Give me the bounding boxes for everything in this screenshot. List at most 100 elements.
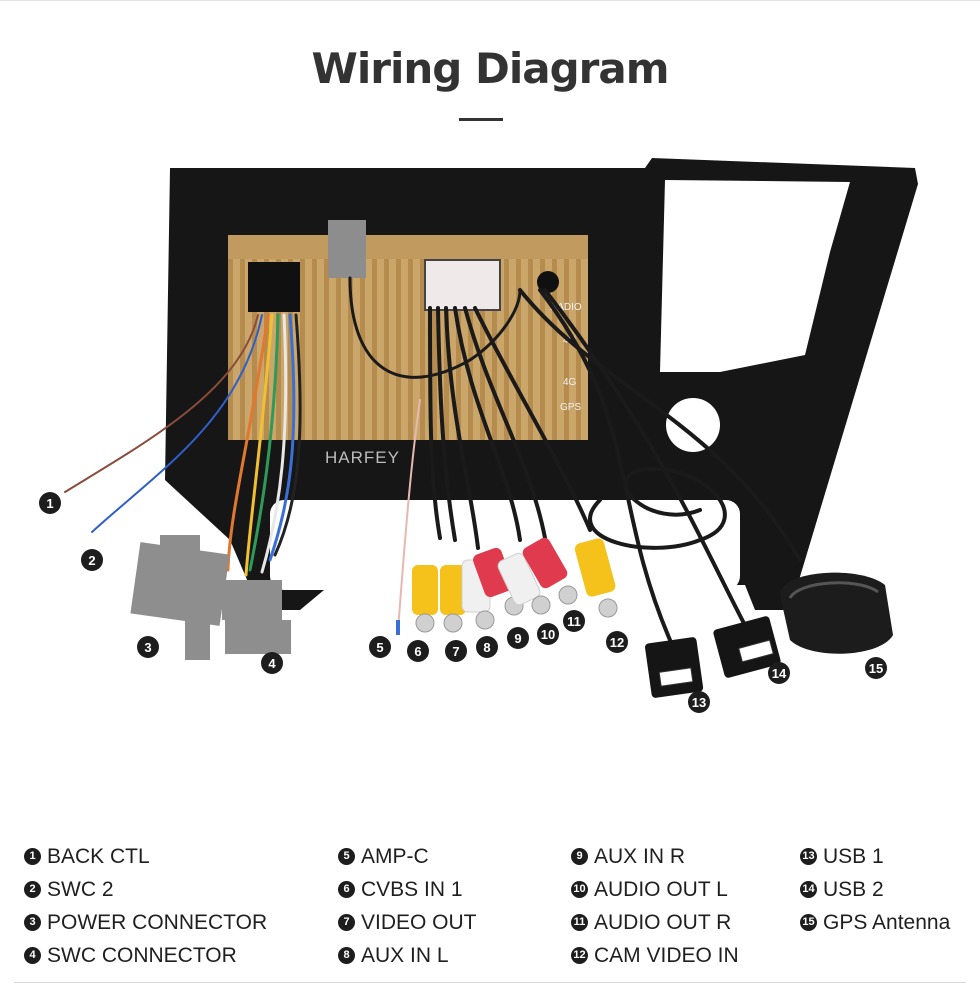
svg-text:10: 10 <box>541 627 555 642</box>
port-label-radio: RADIO <box>550 302 582 313</box>
legend-number: 6 <box>338 881 355 898</box>
callout-6: 6 <box>407 640 429 662</box>
legend-column-3: 9 AUX IN R 10 AUDIO OUT L 11 AUDIO OUT R 12… <box>571 840 739 972</box>
legend-item: 5 AMP-C <box>338 840 477 873</box>
legend-label: AUDIO OUT R <box>594 911 732 934</box>
title-underline <box>459 118 503 121</box>
callout-9: 9 <box>507 627 529 649</box>
callout-3: 3 <box>137 636 159 658</box>
wiring-diagram: RADIO 4G 4G GPS HARFEY <box>39 158 918 713</box>
legend-number: 3 <box>24 914 41 931</box>
page-title: Wiring Diagram <box>311 44 670 93</box>
legend-item: 3 POWER CONNECTOR <box>24 906 267 939</box>
frame-cutout <box>660 180 850 372</box>
legend-label: AUDIO OUT L <box>594 878 728 901</box>
legend-item: 9 AUX IN R <box>571 840 739 873</box>
svg-text:4: 4 <box>268 656 276 671</box>
legend-label: POWER CONNECTOR <box>47 911 268 934</box>
legend-item: 1 BACK CTL <box>24 840 267 873</box>
rca-cam-video-in <box>574 538 618 618</box>
legend-item: 11 AUDIO OUT R <box>571 906 739 939</box>
callout-1: 1 <box>39 492 61 514</box>
legend-label: AUX IN L <box>361 944 449 967</box>
chassis-top-band <box>228 235 588 259</box>
svg-text:2: 2 <box>88 553 95 568</box>
svg-text:1: 1 <box>46 496 53 511</box>
usb-2-connector <box>713 616 781 678</box>
callout-4: 4 <box>261 652 283 674</box>
legend-label: CAM VIDEO IN <box>594 944 739 967</box>
legend-item: 2 SWC 2 <box>24 873 267 906</box>
rca-plugs <box>412 537 618 633</box>
port-label-4g-2: 4G <box>563 377 577 388</box>
radio-jack <box>537 271 559 293</box>
rca-video-out <box>440 565 466 633</box>
legend-number: 14 <box>800 881 817 898</box>
legend-number: 12 <box>571 947 588 964</box>
legend-number: 11 <box>571 914 588 931</box>
power-connector <box>130 535 230 660</box>
svg-text:3: 3 <box>144 640 151 655</box>
callouts: 1 2 3 4 5 6 7 8 9 10 11 12 13 14 15 <box>39 492 887 713</box>
legend-number: 2 <box>24 881 41 898</box>
legend-label: USB 1 <box>823 845 884 868</box>
legend-label: USB 2 <box>823 878 884 901</box>
svg-text:9: 9 <box>514 631 521 646</box>
svg-text:12: 12 <box>610 635 624 650</box>
multi-pin-socket <box>424 259 501 311</box>
legend-item: 14 USB 2 <box>800 873 950 906</box>
legend-label: BACK CTL <box>47 845 150 868</box>
svg-text:6: 6 <box>414 644 421 659</box>
legend-number: 1 <box>24 848 41 865</box>
top-divider <box>0 0 980 1</box>
callout-15: 15 <box>865 657 887 679</box>
legend-number: 10 <box>571 881 588 898</box>
legend-item: 13 USB 1 <box>800 840 950 873</box>
legend-number: 7 <box>338 914 355 931</box>
legend-column-4: 13 USB 1 14 USB 2 15 GPS Antenna <box>800 840 950 939</box>
svg-text:11: 11 <box>567 614 581 629</box>
legend-label: GPS Antenna <box>823 911 951 934</box>
legend-number: 13 <box>800 848 817 865</box>
callout-12: 12 <box>606 631 628 653</box>
svg-text:15: 15 <box>869 661 883 676</box>
usb-1-connector <box>645 637 704 698</box>
legend-label: AMP-C <box>361 845 429 868</box>
callout-8: 8 <box>476 636 498 658</box>
legend-item: 12 CAM VIDEO IN <box>571 939 739 972</box>
legend-item: 6 CVBS IN 1 <box>338 873 477 906</box>
top-plug <box>328 220 366 278</box>
legend-label: SWC 2 <box>47 878 114 901</box>
callout-10: 10 <box>537 623 559 645</box>
rca-audio-out-l <box>497 552 551 615</box>
svg-text:13: 13 <box>692 695 706 710</box>
legend-column-2: 5 AMP-C 6 CVBS IN 1 7 VIDEO OUT 8 AUX IN L <box>338 840 477 972</box>
legend-column-1: 1 BACK CTL 2 SWC 2 3 POWER CONNECTOR 4 SWC C… <box>24 840 267 972</box>
callout-13: 13 <box>688 691 710 713</box>
brand-watermark: HARFEY <box>325 448 400 467</box>
legend-number: 15 <box>800 914 817 931</box>
legend-label: AUX IN R <box>594 845 686 868</box>
callout-7: 7 <box>445 640 467 662</box>
main-harness-socket <box>248 262 300 312</box>
wires <box>64 276 802 642</box>
legend-label: CVBS IN 1 <box>361 878 463 901</box>
frame-hole <box>666 398 720 452</box>
legend-item: 8 AUX IN L <box>338 939 477 972</box>
legend-number: 5 <box>338 848 355 865</box>
legend-number: 8 <box>338 947 355 964</box>
callout-5: 5 <box>369 636 391 658</box>
legend-item: 4 SWC CONNECTOR <box>24 939 267 972</box>
svg-text:8: 8 <box>483 640 490 655</box>
legend-item: 10 AUDIO OUT L <box>571 873 739 906</box>
legend-item: 7 VIDEO OUT <box>338 906 477 939</box>
legend-label: VIDEO OUT <box>361 911 477 934</box>
legend-number: 9 <box>571 848 588 865</box>
svg-text:14: 14 <box>772 666 787 681</box>
rca-audio-out-r <box>522 537 578 605</box>
legend-number: 4 <box>24 947 41 964</box>
legend-label: SWC CONNECTOR <box>47 944 237 967</box>
swc-connector <box>222 580 291 654</box>
callout-14: 14 <box>768 662 790 684</box>
bottom-opening <box>270 500 740 590</box>
